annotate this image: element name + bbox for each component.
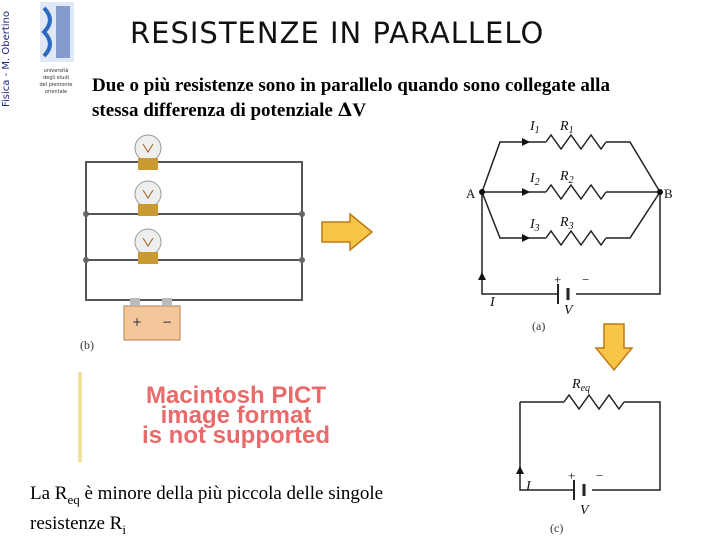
label-current-c: I: [525, 479, 532, 494]
label-req: Req: [571, 377, 590, 394]
delta-symbol: Δ: [337, 99, 353, 121]
figure-b-bulbs: + −: [83, 134, 305, 341]
label-a: A: [466, 186, 476, 201]
label-i3: I3: [529, 217, 540, 234]
svg-text:−: −: [162, 315, 172, 329]
figure-b-caption: (b): [80, 338, 94, 352]
author-credit: Fisica - M. Obertino: [1, 11, 12, 108]
label-current: I: [489, 295, 496, 310]
label-minus-c: −: [596, 468, 603, 483]
label-plus-c: +: [568, 468, 575, 483]
arrow-down-icon: [594, 323, 634, 372]
bulb-1: [134, 134, 162, 170]
label-voltage: V: [564, 303, 574, 318]
bulb-3: [134, 228, 162, 264]
figure-a-caption: (a): [532, 319, 545, 333]
intro-v: V: [352, 100, 367, 121]
conclusion-sub-eq: eq: [67, 491, 80, 507]
label-plus: +: [554, 272, 561, 287]
conclusion-sub-i: i: [122, 521, 126, 537]
logo-line-1: università: [44, 67, 69, 74]
figure-c-equivalent-circuit: Req I V + − (c): [516, 377, 661, 535]
label-voltage-c: V: [580, 503, 590, 518]
figure-a-parallel-circuit: I1 R1 I2 R2 I3 R3 I V A B + − (a): [466, 119, 673, 333]
label-r3: R3: [559, 215, 574, 232]
bulb-2: [134, 180, 162, 216]
intro-text: Due o più resistenze sono in parallelo q…: [92, 74, 692, 123]
label-r1: R1: [559, 119, 574, 136]
university-logo: università degli studi del piemonte orie…: [38, 2, 74, 98]
slide-title: RESISTENZE IN PARALLELO: [130, 16, 545, 50]
logo-line-4: orientale: [45, 89, 67, 95]
conclusion-part-2: è minore della più piccola delle singole: [79, 483, 384, 504]
conclusion-part-3: resistenze R: [30, 512, 123, 534]
pict-line-1: Macintosh PICT: [145, 382, 326, 409]
label-i1: I1: [529, 119, 540, 136]
svg-text:+: +: [132, 315, 142, 329]
logo-line-3: del piemonte: [39, 82, 72, 88]
label-b: B: [664, 186, 673, 201]
logo-line-2: degli studi: [43, 75, 69, 81]
label-minus: −: [582, 272, 589, 287]
figure-c-caption: (c): [550, 521, 563, 535]
conclusion-text: La Req è minore della più piccola delle …: [30, 482, 480, 542]
label-i2: I2: [529, 171, 540, 188]
label-r2: R2: [559, 169, 574, 186]
intro-line-1: Due o più resistenze sono in parallelo q…: [92, 75, 610, 96]
unsupported-image-placeholder: Macintosh PICT image format is not suppo…: [78, 372, 398, 462]
pict-line-3: is not supported: [142, 422, 330, 449]
intro-line-2: stessa differenza di potenziale: [92, 100, 338, 121]
battery: + −: [123, 298, 181, 341]
arrow-right-icon: [321, 212, 374, 252]
pict-line-2: image format: [160, 402, 312, 429]
conclusion-part-1: La R: [30, 483, 68, 504]
